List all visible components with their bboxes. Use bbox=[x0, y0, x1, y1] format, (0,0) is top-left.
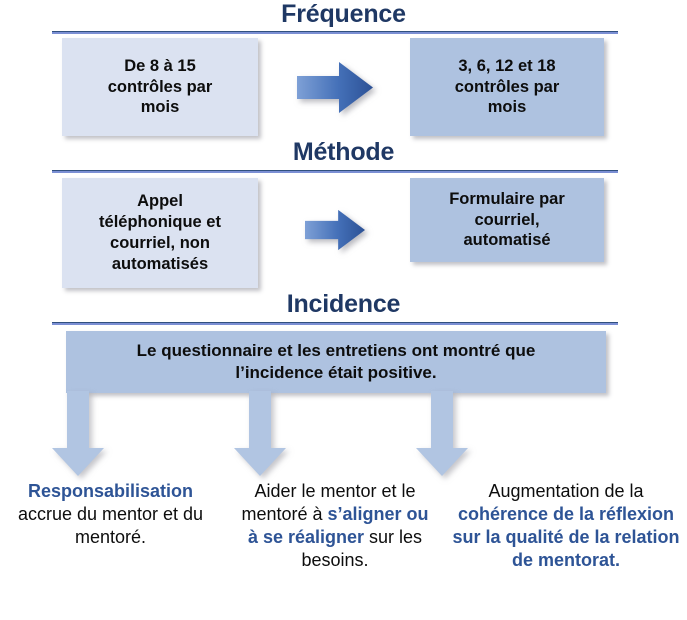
methode-after-text: Formulaire par courriel, automatisé bbox=[449, 189, 565, 250]
outcome-text-run-2: cohérence de la réflexion sur la qualité… bbox=[452, 504, 680, 571]
methode-before-text: Appel téléphonique et courriel, non auto… bbox=[99, 192, 221, 273]
frequence-after-text: 3, 6, 12 et 18 contrôles par mois bbox=[454, 56, 560, 117]
outcome-text-run-1: Aider le mentor et le mentoré à bbox=[241, 481, 416, 525]
arrow-right-icon bbox=[305, 209, 365, 251]
outcome-text-run-2: s’aligner ou à se réaligner bbox=[247, 504, 429, 548]
methode-before-box: Appel téléphonique et courriel, non auto… bbox=[62, 178, 258, 288]
frequence-before-text: De 8 à 15 contrôles par mois bbox=[107, 56, 213, 117]
outcome-text-run-3: sur les besoins. bbox=[301, 527, 423, 571]
frequence-after-box: 3, 6, 12 et 18 contrôles par mois bbox=[410, 38, 604, 136]
incidence-banner-text: Le questionnaire et les entretiens ont m… bbox=[136, 340, 536, 382]
outcome-column-3: Augmentation de la cohérence de la réfle… bbox=[452, 480, 680, 572]
section-title-incidence: Incidence bbox=[286, 290, 401, 318]
outcome-text-run-1: Augmentation de la bbox=[488, 481, 644, 501]
arrow-down-icon bbox=[416, 391, 468, 476]
arrow-down-icon bbox=[52, 391, 104, 476]
frequence-before-box: De 8 à 15 contrôles par mois bbox=[62, 38, 258, 136]
outcome-column-2: Aider le mentor et le mentoré à s’aligne… bbox=[240, 480, 430, 572]
outcome-column-1: Responsabilisation accrue du mentor et d… bbox=[8, 480, 213, 549]
arrow-down-icon bbox=[234, 391, 286, 476]
outcome-text-run-1: Responsabilisation bbox=[27, 481, 194, 501]
outcome-text-run-2: accrue du mentor et du mentoré. bbox=[17, 504, 204, 548]
arrow-right-icon bbox=[297, 62, 373, 113]
incidence-banner: Le questionnaire et les entretiens ont m… bbox=[66, 331, 606, 393]
section-rule-frequence bbox=[52, 31, 618, 34]
section-rule-methode bbox=[52, 170, 618, 173]
section-rule-incidence bbox=[52, 322, 618, 325]
methode-after-box: Formulaire par courriel, automatisé bbox=[410, 178, 604, 262]
section-title-frequence: Fréquence bbox=[281, 0, 406, 28]
section-title-methode: Méthode bbox=[292, 138, 395, 166]
